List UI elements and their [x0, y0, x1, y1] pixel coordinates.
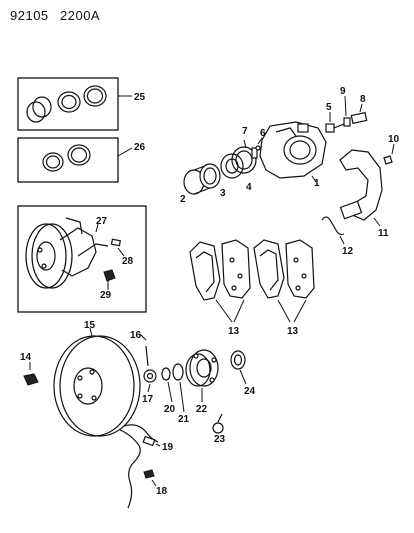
hub-seal — [230, 350, 247, 385]
callout-14: 14 — [20, 352, 32, 363]
diagram-code-left: 92105 — [10, 8, 49, 23]
diagram-code-right: 2200A — [60, 8, 101, 23]
brake-pads — [189, 239, 315, 323]
wheel-stud — [139, 333, 149, 367]
seal-kit-box-26 — [17, 137, 133, 183]
callout-23: 23 — [214, 434, 226, 445]
callout-19: 19 — [162, 442, 174, 453]
callout-8: 8 — [360, 94, 366, 105]
callout-28: 28 — [122, 256, 134, 267]
caliper-assembly — [259, 121, 327, 183]
abs-sensor-wire — [119, 424, 161, 509]
bleeder-screw — [325, 95, 368, 133]
caliper-adapter — [339, 143, 395, 227]
hub-bearing — [185, 349, 219, 402]
callout-12: 12 — [342, 246, 354, 257]
callout-9: 9 — [340, 86, 346, 97]
callout-4: 4 — [246, 182, 252, 193]
callout-24: 24 — [244, 386, 256, 397]
callout-27: 27 — [96, 216, 108, 227]
callout-1: 1 — [314, 178, 320, 189]
piston-boot-and-seal — [220, 146, 257, 179]
callout-18: 18 — [156, 486, 168, 497]
callout-29: 29 — [100, 290, 112, 301]
callout-17: 17 — [142, 394, 154, 405]
brake-rotor — [53, 327, 141, 437]
callout-3: 3 — [220, 188, 226, 199]
guide-pin — [243, 137, 263, 159]
callout-2: 2 — [180, 194, 186, 205]
anti-rattle-clip — [321, 216, 345, 245]
callout-13b: 13 — [287, 326, 299, 337]
callout-20: 20 — [164, 404, 176, 415]
callout-21: 21 — [178, 414, 190, 425]
callout-7: 7 — [242, 126, 248, 137]
callout-15: 15 — [84, 320, 96, 331]
caliper-piston — [183, 163, 221, 195]
callout-13a: 13 — [228, 326, 240, 337]
lug-nut — [23, 362, 39, 386]
hub-nut-and-washers — [143, 363, 185, 413]
seal-kit-box-25 — [17, 77, 132, 131]
callout-25: 25 — [134, 92, 146, 103]
callout-26: 26 — [134, 142, 146, 153]
callout-22: 22 — [196, 404, 208, 415]
knuckle-inset-box — [17, 205, 147, 313]
callout-6: 6 — [260, 128, 266, 139]
callout-11: 11 — [378, 228, 389, 239]
hub-bolt — [212, 413, 224, 434]
callout-10: 10 — [388, 134, 400, 145]
callout-16: 16 — [130, 330, 142, 341]
callout-5: 5 — [326, 102, 332, 113]
